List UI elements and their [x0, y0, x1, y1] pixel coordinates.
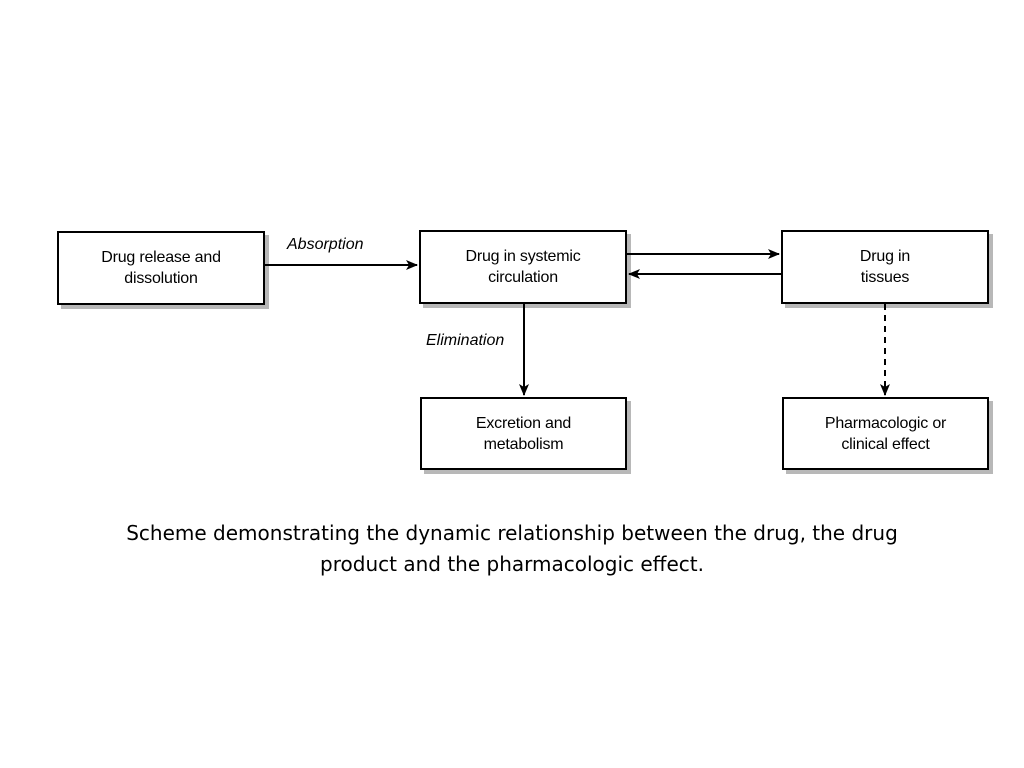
node-excretion-metabolism: Excretion and metabolism — [420, 397, 627, 470]
node-excretion-metabolism-line1: Excretion and — [475, 414, 572, 432]
absorption-label: Absorption — [287, 236, 364, 253]
node-pharmacologic-effect: Pharmacologic or clinical effect — [782, 397, 989, 470]
node-drug-release: Drug release and dissolution — [57, 231, 265, 305]
elimination-label: Elimination — [426, 332, 505, 349]
node-excretion-metabolism-line2: metabolism — [483, 435, 564, 453]
node-systemic-circulation-line2: circulation — [488, 269, 558, 286]
figure-caption-line2: product and the pharmacologic effect. — [320, 552, 704, 576]
node-systemic-circulation-line1: Drug in systemic — [465, 248, 581, 265]
node-drug-release-line2: dissolution — [124, 270, 198, 287]
figure-caption: Scheme demonstrating the dynamic relatio… — [100, 518, 924, 580]
figure-caption-line1: Scheme demonstrating the dynamic relatio… — [126, 521, 898, 545]
node-pharmacologic-effect-line1: Pharmacologic or — [824, 414, 947, 432]
node-drug-release-line1: Drug release and — [101, 249, 221, 266]
node-drug-in-tissues: Drug in tissues — [781, 230, 989, 304]
node-drug-in-tissues-line1: Drug in — [859, 248, 911, 265]
node-systemic-circulation: Drug in systemic circulation — [419, 230, 627, 304]
node-pharmacologic-effect-line2: clinical effect — [841, 435, 930, 453]
node-drug-in-tissues-line2: tissues — [860, 269, 910, 286]
